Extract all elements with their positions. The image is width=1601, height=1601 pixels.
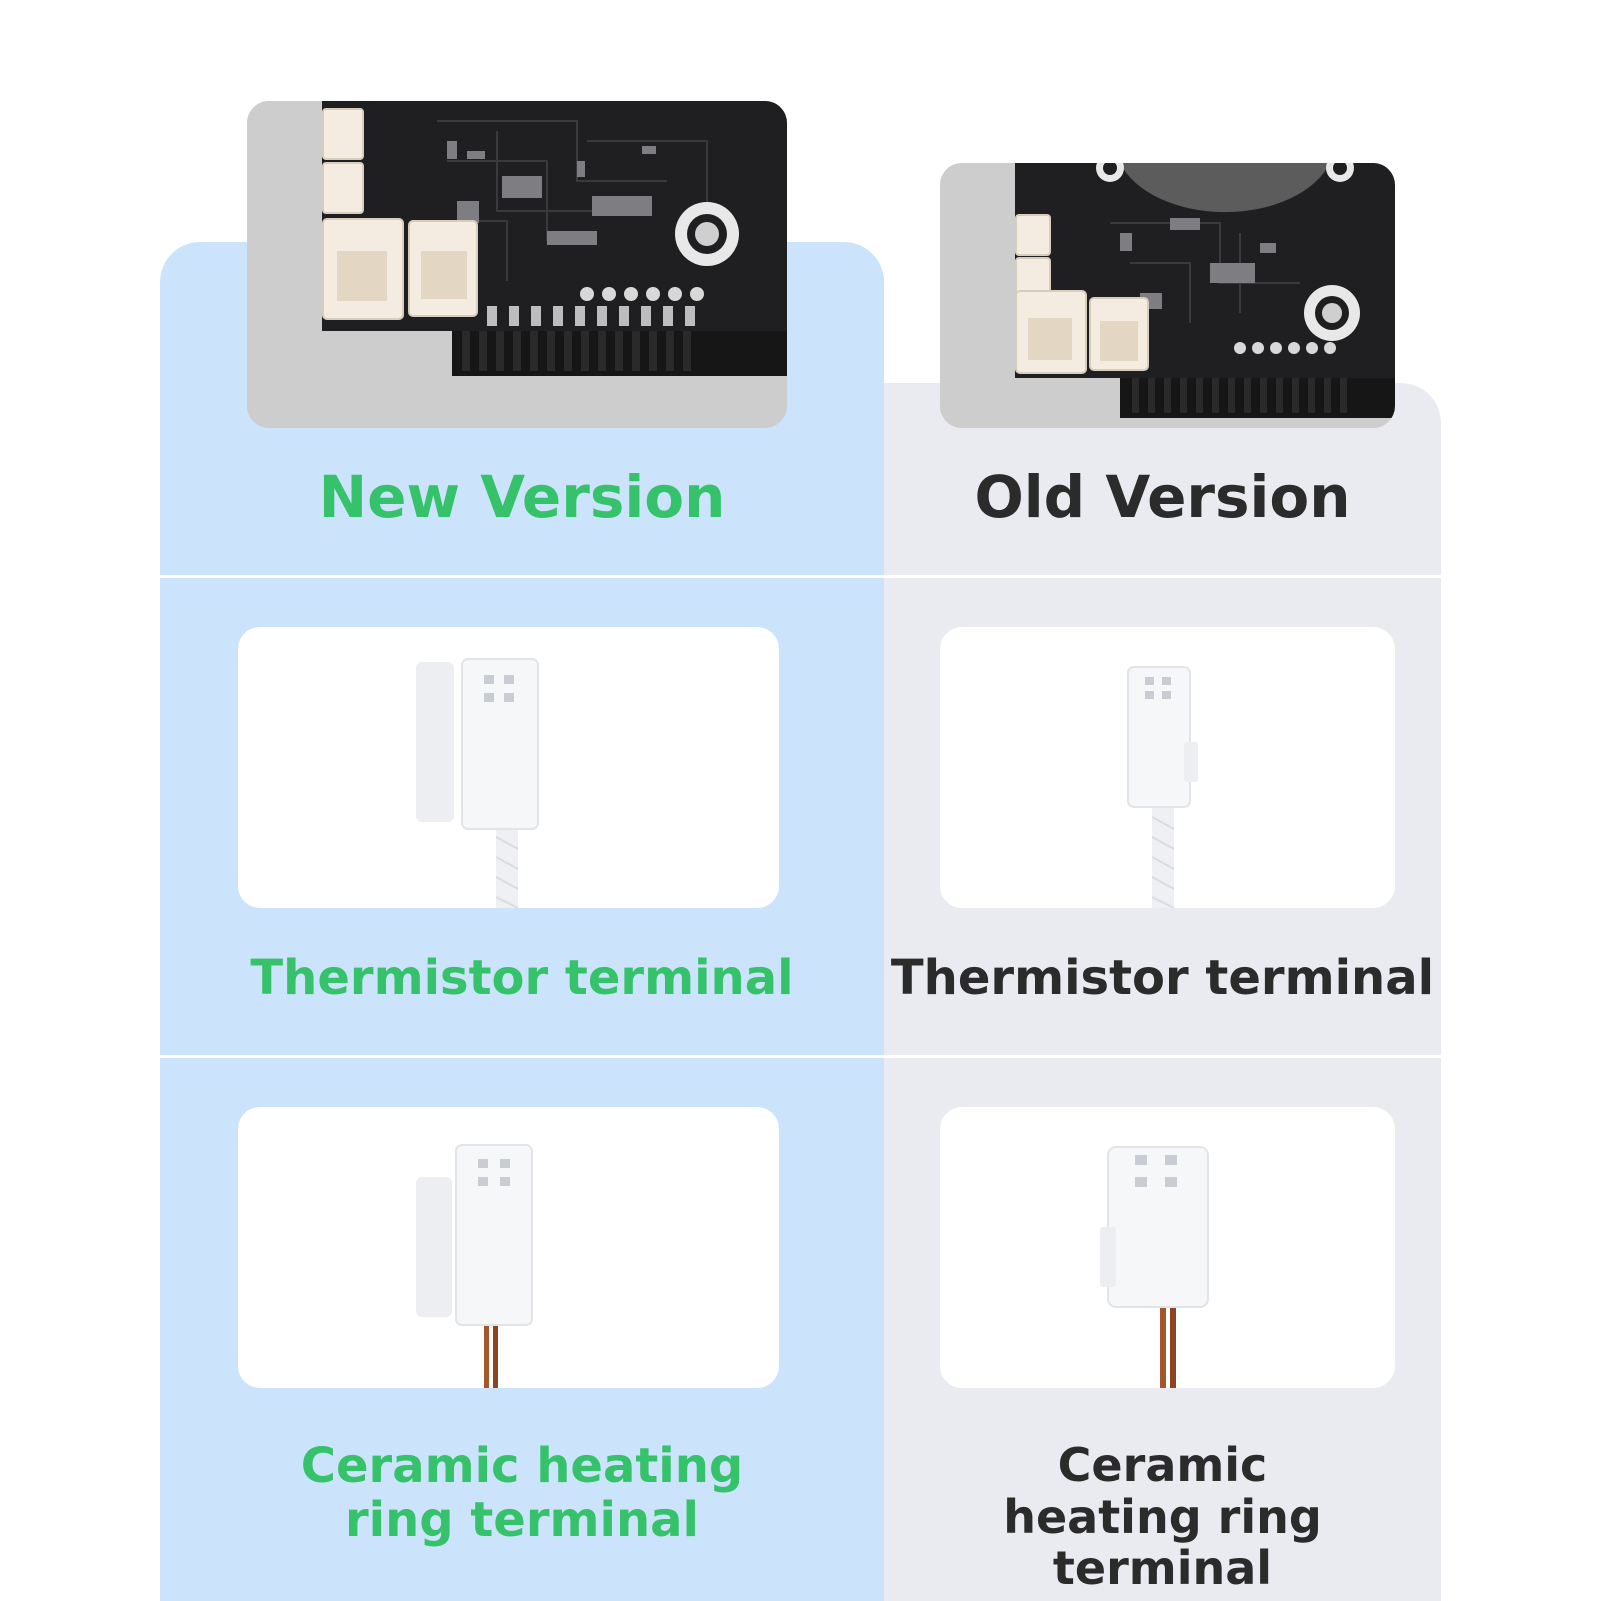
- old-thermistor-image: [940, 627, 1395, 908]
- new-heater-label: Ceramic heating ring terminal: [300, 1438, 744, 1548]
- old-heater-image: [940, 1107, 1395, 1388]
- heater-plug-icon: [416, 1144, 533, 1388]
- thermistor-plug-icon: [1127, 666, 1198, 908]
- pcb-board-icon: [940, 163, 1395, 428]
- new-board-image: [247, 101, 787, 428]
- new-thermistor-image: [238, 627, 779, 908]
- new-heater-image: [238, 1107, 779, 1388]
- old-heater-label: Ceramic heating ring terminal: [1003, 1438, 1322, 1596]
- new-version-column: [160, 242, 884, 1601]
- new-version-title: New Version: [318, 463, 726, 531]
- thermistor-plug-icon: [416, 658, 539, 908]
- old-board-image: [940, 163, 1395, 428]
- old-version-column: [884, 383, 1441, 1601]
- row-divider: [160, 1055, 1441, 1058]
- old-version-title: Old Version: [974, 463, 1351, 531]
- new-thermistor-label: Thermistor terminal: [250, 950, 794, 1006]
- heater-plug-icon: [1100, 1146, 1209, 1388]
- row-divider: [160, 575, 1441, 578]
- pcb-board-icon: [247, 101, 787, 428]
- old-thermistor-label: Thermistor terminal: [890, 950, 1435, 1006]
